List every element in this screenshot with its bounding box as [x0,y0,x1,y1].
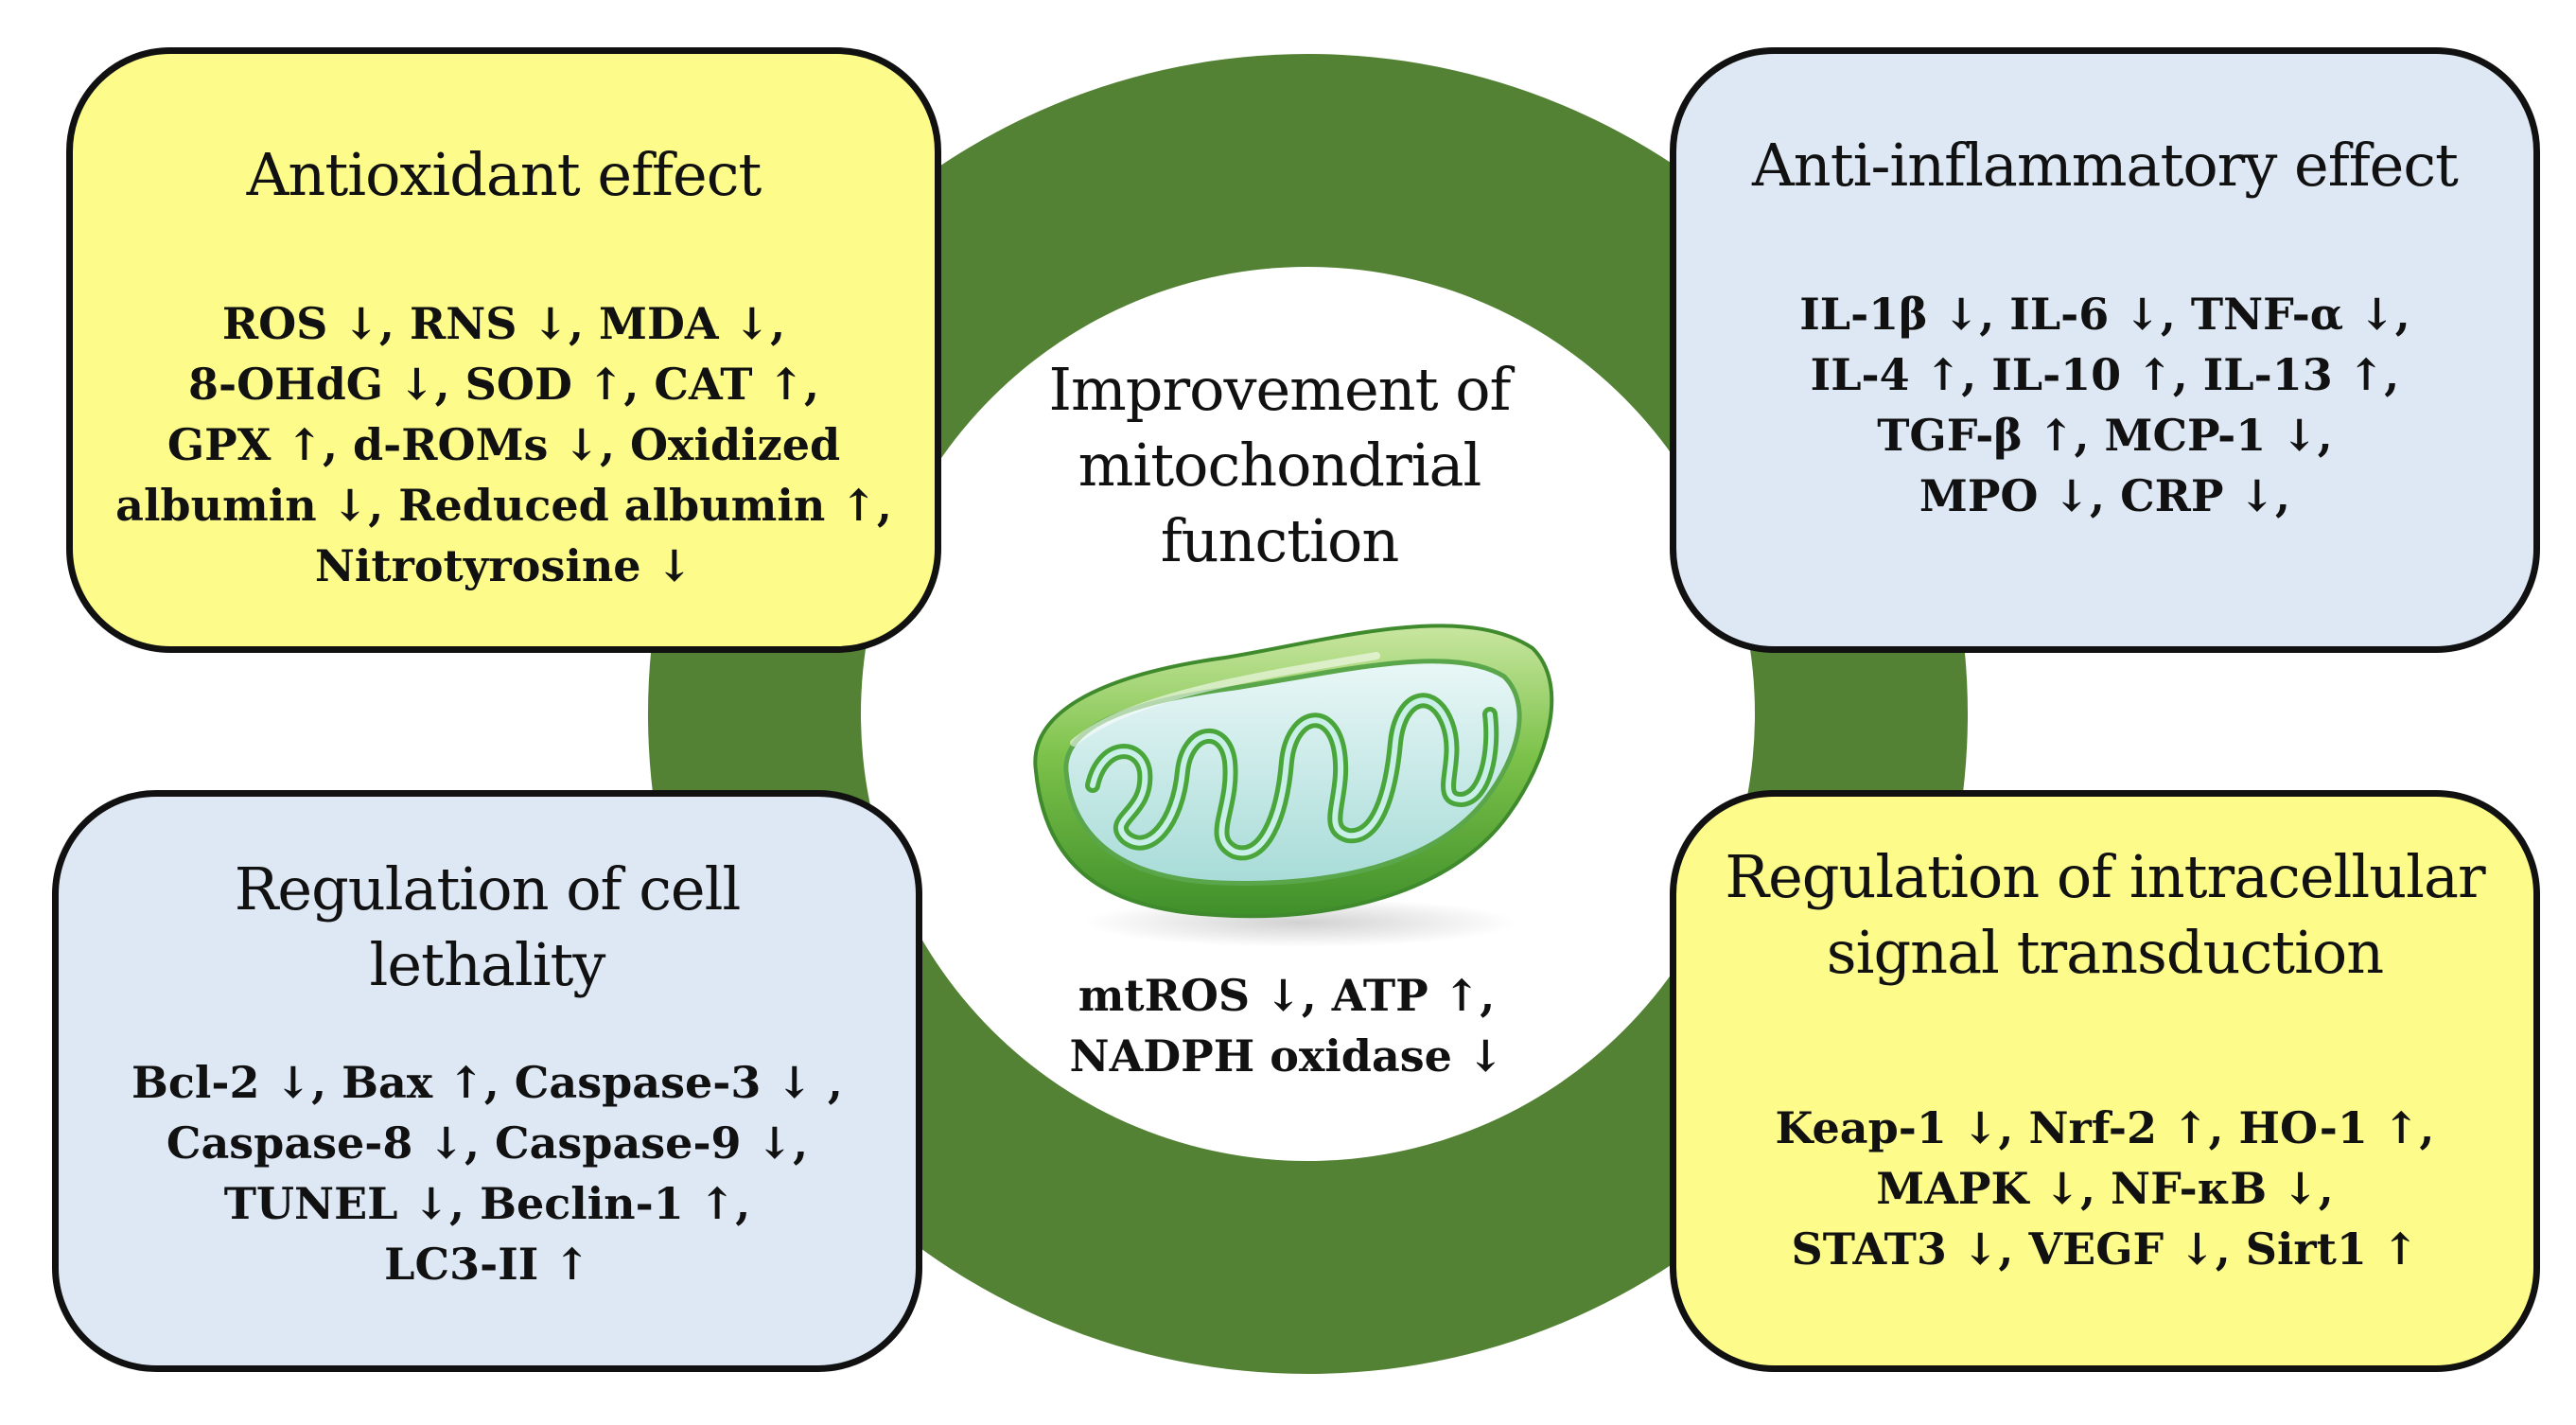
box-title-line: Regulation of intracellular [1725,842,2485,911]
box-markers: ROS ↓, RNS ↓, MDA ↓, 8-OHdG ↓, SOD ↑, CA… [73,293,935,596]
center-title-line: function [1160,506,1400,575]
signal-transduction-regulation-box: Regulation of intracellular signal trans… [1670,790,2540,1372]
box-title: Regulation of cell lethality [59,852,916,1003]
box-markers: Keap-1 ↓, Nrf-2 ↑, HO-1 ↑, MAPK ↓, NF-κB… [1676,1098,2533,1279]
marker-line: TUNEL ↓, Beclin-1 ↑, [223,1178,751,1229]
marker-line: 8-OHdG ↓, SOD ↑, CAT ↑, [187,359,820,410]
marker-line: MAPK ↓, NF-κB ↓, [1876,1163,2334,1214]
box-title-line: Antioxidant effect [246,140,762,209]
marker-line: albumin ↓, Reduced albumin ↑, [115,480,892,531]
box-title: Regulation of intracellular signal trans… [1676,839,2533,991]
marker-line: IL-4 ↑, IL-10 ↑, IL-13 ↑, [1810,349,2400,400]
marker-line: Nitrotyrosine ↓ [314,540,693,591]
box-title: Anti-inflammatory effect [1676,128,2533,203]
box-markers: Bcl-2 ↓, Bax ↑, Caspase-3 ↓ , Caspase-8 … [59,1052,916,1294]
marker-line: Caspase-8 ↓, Caspase-9 ↓, [166,1117,809,1169]
marker-line: Bcl-2 ↓, Bax ↑, Caspase-3 ↓ , [131,1057,843,1108]
box-title-line: Regulation of cell [234,854,742,924]
antioxidant-effect-box: Antioxidant effect ROS ↓, RNS ↓, MDA ↓, … [66,47,941,653]
center-title-line: mitochondrial [1078,431,1482,500]
marker-line: TGF-β ↑, MCP-1 ↓, [1877,410,2333,461]
box-markers: IL-1β ↓, IL-6 ↓, TNF-α ↓, IL-4 ↑, IL-10 … [1676,284,2533,526]
center-markers: mtROS ↓, ATP ↑, NADPH oxidase ↓ [1003,965,1570,1086]
mitochondrion-icon [1033,624,1554,947]
box-title-line: lethality [369,930,606,999]
marker-line: IL-1β ↓, IL-6 ↓, TNF-α ↓, [1799,289,2410,340]
marker-line: MPO ↓, CRP ↓, [1919,470,2291,521]
box-title: Antioxidant effect [73,137,935,213]
marker-line: STAT3 ↓, VEGF ↓, Sirt1 ↑ [1791,1223,2419,1275]
marker-line: ROS ↓, RNS ↓, MDA ↓, [221,298,786,349]
cell-lethality-regulation-box: Regulation of cell lethality Bcl-2 ↓, Ba… [52,790,922,1372]
center-marker-line: mtROS ↓, ATP ↑, [1078,970,1496,1021]
marker-line: Keap-1 ↓, Nrf-2 ↑, HO-1 ↑, [1775,1102,2435,1153]
box-title-line: signal transduction [1826,918,2384,987]
anti-inflammatory-effect-box: Anti-inflammatory effect IL-1β ↓, IL-6 ↓… [1670,47,2540,653]
center-marker-line: NADPH oxidase ↓ [1069,1030,1504,1082]
box-title-line: Anti-inflammatory effect [1752,131,2459,200]
marker-line: LC3-II ↑ [384,1239,590,1290]
center-title: Improvement of mitochondrial function [965,352,1594,579]
center-title-line: Improvement of [1048,355,1512,424]
marker-line: GPX ↑, d-ROMs ↓, Oxidized [166,419,841,470]
